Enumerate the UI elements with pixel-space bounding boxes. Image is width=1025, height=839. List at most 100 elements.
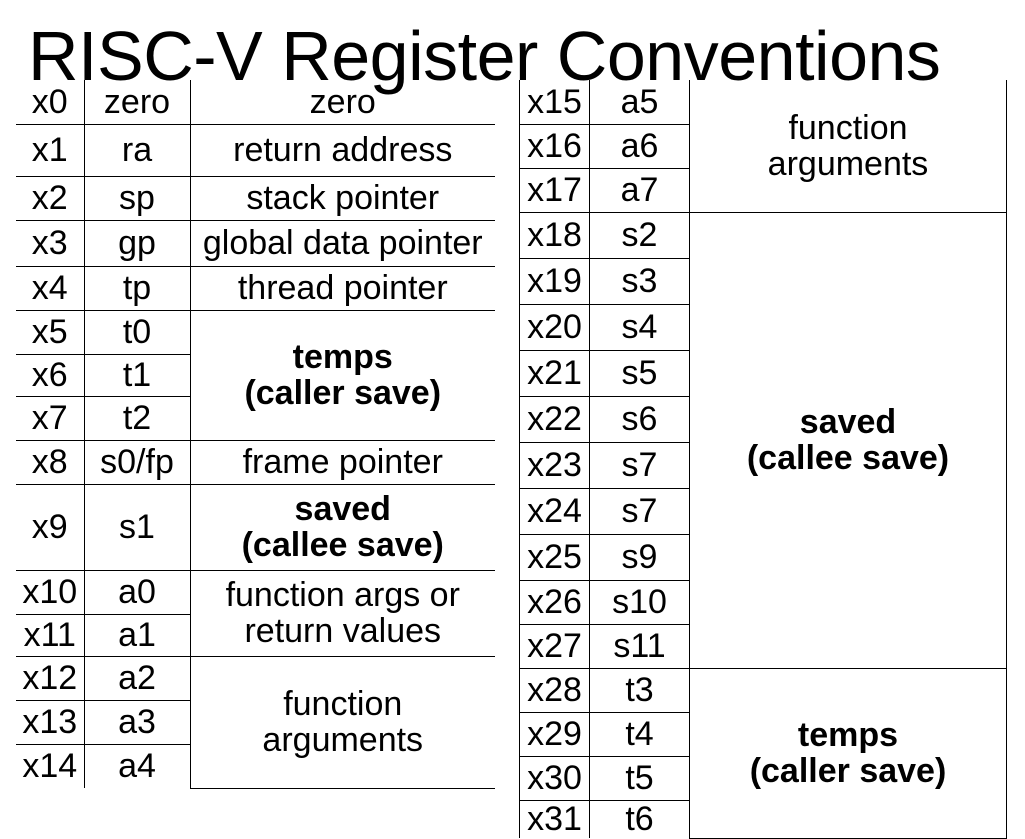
register-description: thread pointer xyxy=(190,266,495,311)
abi-name: t0 xyxy=(84,310,191,355)
register-description: frame pointer xyxy=(190,440,495,485)
abi-name: sp xyxy=(84,176,191,221)
register-number: x4 xyxy=(16,266,85,311)
abi-name: s5 xyxy=(589,350,690,397)
abi-name: a6 xyxy=(589,124,690,169)
register-number: x14 xyxy=(16,744,85,788)
register-number: x5 xyxy=(16,310,85,355)
register-number: x22 xyxy=(519,396,590,443)
register-number: x23 xyxy=(519,442,590,489)
abi-name: s11 xyxy=(589,624,690,669)
cell-text: arguments xyxy=(767,144,929,183)
abi-name: s6 xyxy=(589,396,690,443)
abi-name: t5 xyxy=(589,756,690,801)
register-number: x11 xyxy=(16,614,85,657)
abi-name: a7 xyxy=(589,168,690,213)
cell-text: zero xyxy=(309,82,376,121)
register-number: x0 xyxy=(16,80,85,125)
register-number: x21 xyxy=(519,350,590,397)
abi-name: s4 xyxy=(589,304,690,351)
register-number: x1 xyxy=(16,124,85,177)
register-description: temps(caller save) xyxy=(190,310,495,441)
register-description: saved(callee save) xyxy=(190,484,495,571)
register-description: zero xyxy=(190,80,495,125)
cell-text: thread pointer xyxy=(237,269,448,307)
cell-text: stack pointer xyxy=(246,179,440,217)
cell-text: arguments xyxy=(262,721,424,759)
register-number: x16 xyxy=(519,124,590,169)
cell-text: return address xyxy=(233,131,453,169)
cell-text: function xyxy=(788,108,908,147)
cell-text: saved xyxy=(799,403,897,441)
abi-name: t1 xyxy=(84,354,191,397)
cell-text: saved xyxy=(294,490,391,528)
register-number: x7 xyxy=(16,396,85,441)
abi-name: a2 xyxy=(84,656,191,701)
register-number: x10 xyxy=(16,570,85,615)
page-title: RISC-V Register Conventions xyxy=(28,17,941,95)
abi-name: s1 xyxy=(84,484,191,571)
abi-name: s3 xyxy=(589,258,690,305)
register-number: x9 xyxy=(16,484,85,571)
abi-name: s7 xyxy=(589,488,690,535)
cell-text: (callee save) xyxy=(241,526,444,564)
cell-text: function args or xyxy=(225,576,460,614)
abi-name: a3 xyxy=(84,700,191,745)
cell-text: return values xyxy=(244,612,442,650)
register-number: x18 xyxy=(519,212,590,259)
register-number: x2 xyxy=(16,176,85,221)
abi-name: a5 xyxy=(589,80,690,125)
abi-name: t4 xyxy=(589,712,690,757)
register-number: x12 xyxy=(16,656,85,701)
abi-name: a4 xyxy=(84,744,191,788)
abi-name: a1 xyxy=(84,614,191,657)
register-number: x30 xyxy=(519,756,590,801)
register-description: return address xyxy=(190,124,495,177)
abi-name: gp xyxy=(84,220,191,267)
abi-name: a0 xyxy=(84,570,191,615)
abi-name: t6 xyxy=(589,800,690,838)
register-number: x19 xyxy=(519,258,590,305)
register-description: global data pointer xyxy=(190,220,495,267)
register-number: x15 xyxy=(519,80,590,125)
abi-name: s9 xyxy=(589,534,690,581)
register-description: temps(caller save) xyxy=(689,668,1007,839)
cell-text: (caller save) xyxy=(749,752,947,790)
cell-text: (caller save) xyxy=(244,374,442,412)
abi-name: zero xyxy=(84,80,191,125)
register-number: x3 xyxy=(16,220,85,267)
abi-name: t2 xyxy=(84,396,191,441)
abi-name: ra xyxy=(84,124,191,177)
